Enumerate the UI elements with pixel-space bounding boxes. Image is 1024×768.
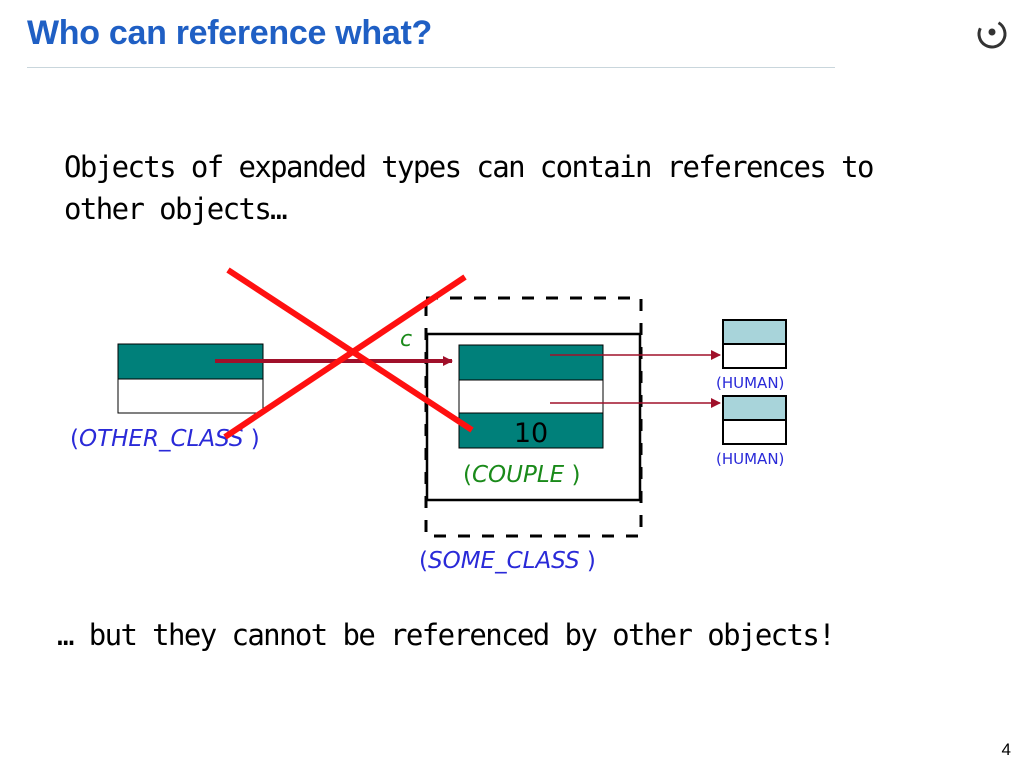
intro-text: Objects of expanded types can contain re… <box>64 146 964 230</box>
human-1-field-bottom <box>722 343 787 369</box>
intro-line-2: other objects… <box>64 192 288 226</box>
some-class-object-outline <box>424 296 643 538</box>
couple-label: (COUPLE ) <box>463 462 581 488</box>
other-class-label: (OTHER_CLASS ) <box>70 426 260 452</box>
couple-field-2 <box>458 379 604 414</box>
couple-object <box>425 332 642 502</box>
couple-field-name: c <box>400 327 412 352</box>
outro-text: … but they cannot be referenced by other… <box>57 618 836 652</box>
human-label-2: (HUMAN) <box>716 450 784 468</box>
couple-value: 10 <box>514 418 548 449</box>
some-class-label: (SOME_CLASS ) <box>419 548 596 574</box>
slide-title: Who can reference what? <box>27 14 432 52</box>
slide-number: 4 <box>1001 740 1011 759</box>
couple-field-value <box>458 412 604 449</box>
human-2-field-bottom <box>722 419 787 445</box>
cross-stroke-2 <box>223 274 467 440</box>
human-object-2 <box>722 395 787 445</box>
human-label-1: (HUMAN) <box>716 374 784 392</box>
title-divider <box>27 67 835 68</box>
other-class-object <box>117 343 264 414</box>
eiffel-logo-icon <box>977 19 1007 49</box>
couple-field-1 <box>458 344 604 381</box>
cross-stroke-1 <box>226 267 474 433</box>
human-1-field-top <box>722 319 787 345</box>
other-class-field-empty <box>117 378 264 414</box>
forbidden-cross <box>223 267 474 440</box>
intro-line-1: Objects of expanded types can contain re… <box>64 150 874 184</box>
human-object-1 <box>722 319 787 369</box>
human-2-field-top <box>722 395 787 421</box>
